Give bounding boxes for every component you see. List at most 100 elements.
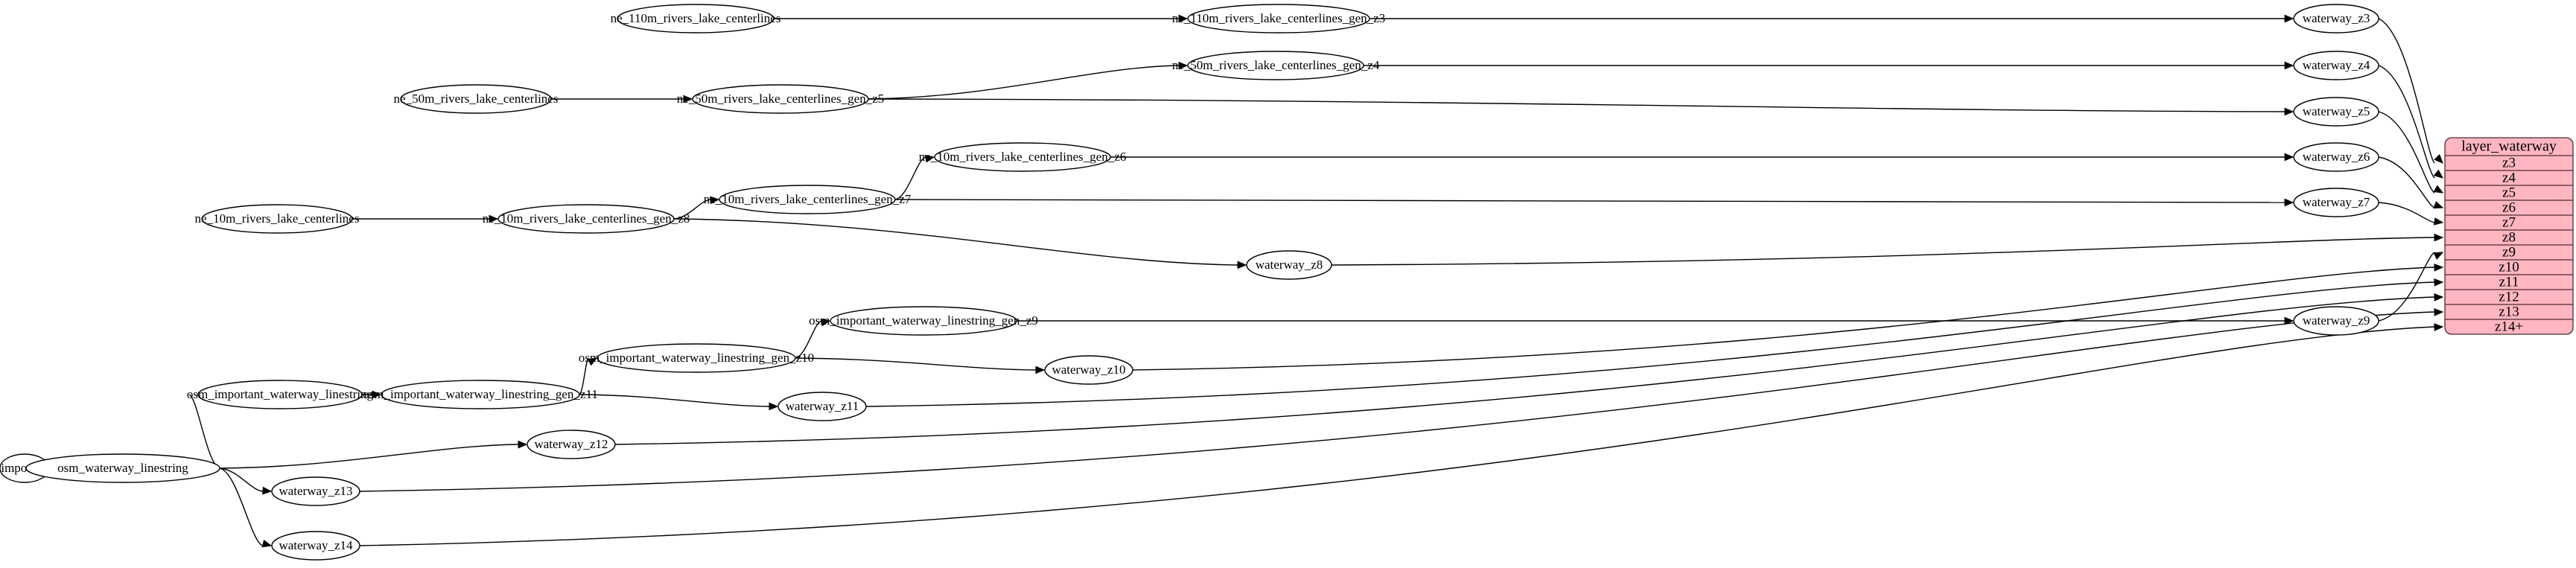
record-node-layer: layer_waterwayz3z4z5z6z7z8z9z10z11z12z13…: [2444, 137, 2574, 335]
record-row-z14plus[interactable]: z14+: [2495, 319, 2523, 334]
node-shape: [830, 306, 1017, 336]
arrowhead-ne50_gen_z5: [1178, 61, 1189, 70]
node-label: waterway_z11: [786, 399, 859, 413]
edge-osm_waterway-to-waterway_z13: [219, 468, 264, 492]
node-shape: [497, 204, 675, 234]
node-label: ne_10m_rivers_lake_centerlines_gen_z8: [483, 211, 690, 226]
node-ne110_gen_z3[interactable]: ne_110m_rivers_lake_centerlines_gen_z3: [1172, 4, 1385, 33]
arrowhead-ne10: [489, 214, 499, 223]
node-label: ne_10m_rivers_lake_centerlines: [195, 211, 360, 226]
node-osm_waterway[interactable]: osm_waterway_linestring: [25, 453, 220, 483]
node-waterway_z9[interactable]: waterway_z9: [2293, 306, 2379, 336]
arrowhead-waterway_z10: [2434, 264, 2444, 272]
node-waterway_z6[interactable]: waterway_z6: [2293, 142, 2379, 172]
edge-waterway_z10-to-layer_waterway-z10: [1132, 267, 2435, 371]
node-shape: [934, 142, 1111, 172]
record-row-z13[interactable]: z13: [2499, 304, 2519, 319]
arrowhead-osm_waterway: [518, 440, 528, 449]
node-label: ne_50m_rivers_lake_centerlines_gen_z5: [677, 92, 885, 106]
node-waterway_z7[interactable]: waterway_z7: [2293, 188, 2379, 217]
node-osm_imp_gen_z10[interactable]: osm_important_waterway_linestring_gen_z1…: [579, 343, 814, 373]
node-label: waterway_z4: [2303, 58, 2370, 72]
node-shape: [271, 531, 360, 561]
node-osm_imp_gen_z9[interactable]: osm_important_waterway_linestring_gen_z9: [809, 306, 1038, 336]
node-label: waterway_z12: [534, 437, 608, 451]
edge-osm_imp_gen_z10-to-waterway_z10: [795, 357, 1037, 371]
node-waterway_z5[interactable]: waterway_z5: [2293, 97, 2379, 127]
node-waterway_z8[interactable]: waterway_z8: [1246, 250, 1332, 280]
record-row-z4[interactable]: z4: [2502, 170, 2516, 185]
node-label: ne_50m_rivers_lake_centerlines: [394, 92, 559, 106]
record-row-z7[interactable]: z7: [2502, 214, 2516, 230]
node-ne110[interactable]: ne_110m_rivers_lake_centerlines: [611, 4, 781, 33]
edge-waterway_z8-to-layer_waterway-z8: [1331, 237, 2435, 266]
arrowhead-waterway_z13: [2434, 308, 2444, 316]
arrowhead-osm_imp_gen_z11: [769, 402, 779, 411]
edge-ne50_gen_z5-to-waterway_z5: [868, 98, 2286, 112]
record-row-z3[interactable]: z3: [2502, 155, 2516, 170]
node-shape: [597, 343, 796, 373]
node-shape: [1187, 4, 1370, 33]
node-label: osm_waterway_linestring: [57, 461, 188, 475]
node-ne10[interactable]: ne_10m_rivers_lake_centerlines: [195, 204, 360, 234]
node-waterway_z11[interactable]: waterway_z11: [777, 392, 867, 421]
arrowhead-osm_imp_gen_z10: [820, 319, 831, 327]
arrowhead-waterway_z5: [2433, 185, 2444, 194]
node-label: ne_110m_rivers_lake_centerlines_gen_z3: [1172, 11, 1385, 25]
node-waterway_z13[interactable]: waterway_z13: [271, 476, 360, 506]
node-label: waterway_z7: [2303, 195, 2370, 209]
record-row-z5[interactable]: z5: [2502, 185, 2516, 200]
node-waterway_z10[interactable]: waterway_z10: [1044, 355, 1133, 385]
edge-ne10_gen_z7-to-waterway_z7: [894, 199, 2286, 203]
record-row-z6[interactable]: z6: [2502, 200, 2516, 215]
node-shape: [197, 380, 363, 409]
record-row-z8[interactable]: z8: [2502, 229, 2516, 245]
node-waterway_z14[interactable]: waterway_z14: [271, 531, 360, 561]
edge-osm_imp_gen_z11-to-waterway_z11: [579, 394, 770, 407]
arrowhead-waterway_z11: [2434, 278, 2444, 287]
edge-osm_imp_gen_z10-to-osm_imp_gen_z9: [795, 320, 822, 359]
node-waterway_z12[interactable]: waterway_z12: [527, 430, 616, 459]
node-shape: [1044, 355, 1133, 385]
node-osm_imp_waterway[interactable]: osm_important_waterway_linestring: [187, 380, 374, 409]
arrowhead-ne10_gen_z7: [924, 154, 935, 163]
node-ne50_gen_z4[interactable]: ne_50m_rivers_lake_centerlines_gen_z4: [1172, 51, 1380, 80]
node-label: osm_important_waterway_linestring_gen_z9: [809, 313, 1038, 328]
node-shape: [201, 204, 353, 234]
edge-waterway_z5-to-layer_waterway-z5: [2378, 111, 2435, 194]
edge-waterway_z6-to-layer_waterway-z6: [2378, 156, 2435, 208]
node-label: waterway_z6: [2303, 150, 2370, 164]
record-row-z10[interactable]: z10: [2499, 259, 2519, 275]
arrowhead-waterway_z6: [2433, 201, 2444, 209]
record-row-z11[interactable]: z11: [2499, 274, 2519, 290]
arrowhead-ne50_gen_z4: [2284, 61, 2294, 70]
node-ne10_gen_z7[interactable]: ne_10m_rivers_lake_centerlines_gen_z7: [704, 185, 912, 214]
node-ne50_gen_z5[interactable]: ne_50m_rivers_lake_centerlines_gen_z5: [677, 84, 885, 114]
node-label: waterway_z3: [2303, 11, 2370, 25]
arrowhead-osm_waterway: [262, 486, 273, 495]
node-osm_imp_gen_z11[interactable]: osm_important_waterway_linestring_gen_z1…: [363, 380, 598, 409]
record-row-z12[interactable]: z12: [2499, 289, 2519, 304]
node-shape: [400, 84, 552, 114]
node-ne10_gen_z8[interactable]: ne_10m_rivers_lake_centerlines_gen_z8: [483, 204, 690, 234]
node-shape: [719, 185, 896, 214]
node-shape: [271, 476, 360, 506]
edge-osm_waterway-to-osm_imp_waterway: [188, 394, 220, 469]
arrowhead-ne10_gen_z7: [2284, 198, 2294, 207]
node-waterway_z4[interactable]: waterway_z4: [2293, 51, 2379, 80]
node-ne10_gen_z6[interactable]: ne_10m_rivers_lake_centerlines_gen_z6: [919, 142, 1127, 172]
node-shape: [2293, 97, 2379, 127]
arrowhead-waterway_z7: [2433, 217, 2444, 226]
node-shape: [777, 392, 867, 421]
node-label: waterway_z13: [279, 484, 352, 498]
node-waterway_z3[interactable]: waterway_z3: [2293, 4, 2379, 33]
edge-waterway_z11-to-layer_waterway-z11: [865, 281, 2435, 407]
record-row-z9[interactable]: z9: [2502, 244, 2516, 260]
node-label: waterway_z5: [2303, 104, 2370, 118]
edge-waterway_z3-to-layer_waterway-z3: [2378, 18, 2435, 164]
node-ne50[interactable]: ne_50m_rivers_lake_centerlines: [394, 84, 559, 114]
node-shape: [2293, 306, 2379, 336]
node-shape: [1187, 51, 1364, 80]
